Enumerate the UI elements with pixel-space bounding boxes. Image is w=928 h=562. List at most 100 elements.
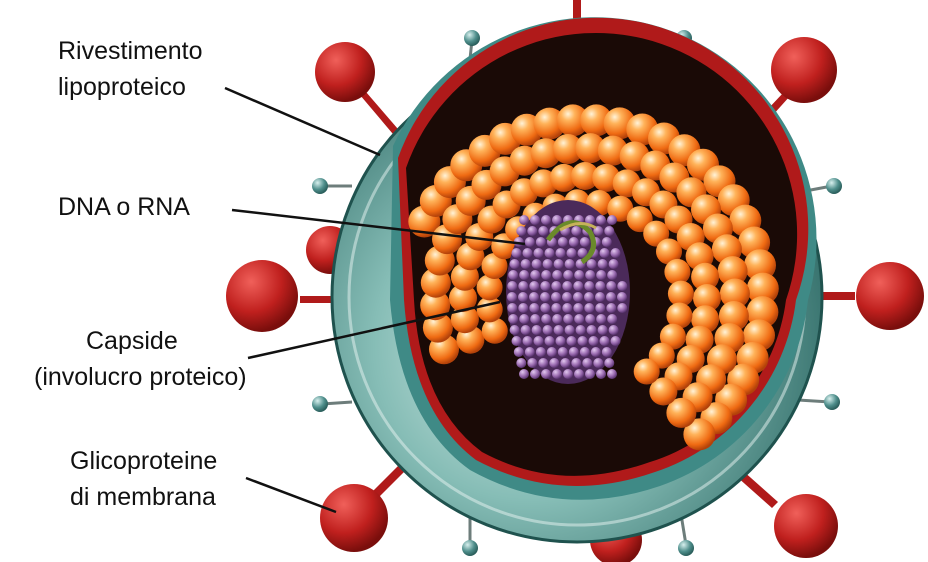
genome-bead xyxy=(574,314,584,324)
genome-bead xyxy=(541,215,551,225)
genome-bead xyxy=(606,292,616,302)
genome-bead xyxy=(595,303,605,313)
genome-bead xyxy=(556,336,566,346)
genome-bead xyxy=(552,270,562,280)
genome-bead xyxy=(530,215,540,225)
genome-bead xyxy=(508,270,518,280)
genome-bead xyxy=(598,325,608,335)
genome-bead xyxy=(541,314,551,324)
genome-bead xyxy=(527,358,537,368)
genome-bead xyxy=(518,292,528,302)
genome-bead xyxy=(580,237,590,247)
genome-bead xyxy=(532,325,542,335)
pointer-glycoproteins xyxy=(246,478,336,512)
genome-bead xyxy=(519,215,529,225)
genome-bead xyxy=(602,237,612,247)
genome-bead xyxy=(519,369,529,379)
genome-bead xyxy=(521,259,531,269)
genome-bead xyxy=(584,292,594,302)
genome-bead xyxy=(508,314,518,324)
genome-bead xyxy=(582,358,592,368)
genome-bead xyxy=(558,237,568,247)
genome-bead xyxy=(516,358,526,368)
genome-bead xyxy=(540,292,550,302)
genome-bead xyxy=(512,248,522,258)
genome-bead xyxy=(593,358,603,368)
genome-bead xyxy=(538,226,548,236)
genome-bead xyxy=(571,226,581,236)
genome-bead xyxy=(529,281,539,291)
genome-bead xyxy=(607,270,617,280)
genome-bead xyxy=(547,347,557,357)
genome-bead xyxy=(562,303,572,313)
genome-bead xyxy=(607,369,617,379)
genome-bead xyxy=(584,303,594,313)
genome-bead xyxy=(512,336,522,346)
genome-bead xyxy=(596,270,606,280)
genome-bead xyxy=(525,237,535,247)
genome-bead xyxy=(540,281,550,291)
genome-bead xyxy=(587,325,597,335)
genome-bead xyxy=(602,347,612,357)
genome-bead xyxy=(529,303,539,313)
genome-bead xyxy=(516,226,526,236)
genome-bead xyxy=(536,347,546,357)
genome-bead xyxy=(530,369,540,379)
genome-bead xyxy=(545,248,555,258)
genome-bead xyxy=(541,369,551,379)
capsomer xyxy=(634,359,660,385)
label-genome: DNA o RNA xyxy=(58,192,190,223)
genome-bead xyxy=(510,259,520,269)
genome-bead xyxy=(573,281,583,291)
genome-bead xyxy=(571,358,581,368)
genome-bead xyxy=(543,259,553,269)
genome-bead xyxy=(584,281,594,291)
genome-bead xyxy=(518,303,528,313)
genome-bead xyxy=(527,226,537,236)
genome-bead xyxy=(551,303,561,313)
genome-bead xyxy=(573,292,583,302)
genome-bead xyxy=(552,369,562,379)
genome-bead xyxy=(600,248,610,258)
genome-bead xyxy=(596,215,606,225)
label-envelope-line1: Rivestimento xyxy=(58,36,203,67)
genome-bead xyxy=(530,314,540,324)
genome-bead xyxy=(562,281,572,291)
genome-bead xyxy=(507,281,517,291)
genome-bead xyxy=(523,336,533,346)
genome-bead xyxy=(576,325,586,335)
genome-bead xyxy=(510,325,520,335)
genome-bead xyxy=(611,248,621,258)
genome-bead xyxy=(585,270,595,280)
genome-bead xyxy=(606,281,616,291)
genome-bead xyxy=(565,325,575,335)
genome-bead xyxy=(530,270,540,280)
genome-bead xyxy=(560,358,570,368)
genome-bead xyxy=(596,314,606,324)
genome-bead xyxy=(554,259,564,269)
genome-bead xyxy=(552,215,562,225)
genome-bead xyxy=(534,248,544,258)
genome-bead xyxy=(585,369,595,379)
genome-bead xyxy=(595,281,605,291)
genome-bead xyxy=(554,325,564,335)
label-glycoproteins-line1: Glicoproteine xyxy=(70,446,217,477)
genome-bead xyxy=(617,281,627,291)
genome-bead xyxy=(552,314,562,324)
genome-bead xyxy=(525,347,535,357)
genome-bead xyxy=(600,336,610,346)
genome-bead xyxy=(587,259,597,269)
genome-bead xyxy=(607,314,617,324)
genome-bead xyxy=(604,226,614,236)
genome-bead xyxy=(595,292,605,302)
genome-bead xyxy=(556,248,566,258)
genome-bead xyxy=(540,303,550,313)
label-glycoproteins-line2: di membrana xyxy=(70,482,216,513)
genome-bead xyxy=(585,314,595,324)
genome-bead xyxy=(543,325,553,335)
genome-bead xyxy=(532,259,542,269)
genome-bead xyxy=(598,259,608,269)
genome-bead xyxy=(574,270,584,280)
genome-bead xyxy=(569,347,579,357)
